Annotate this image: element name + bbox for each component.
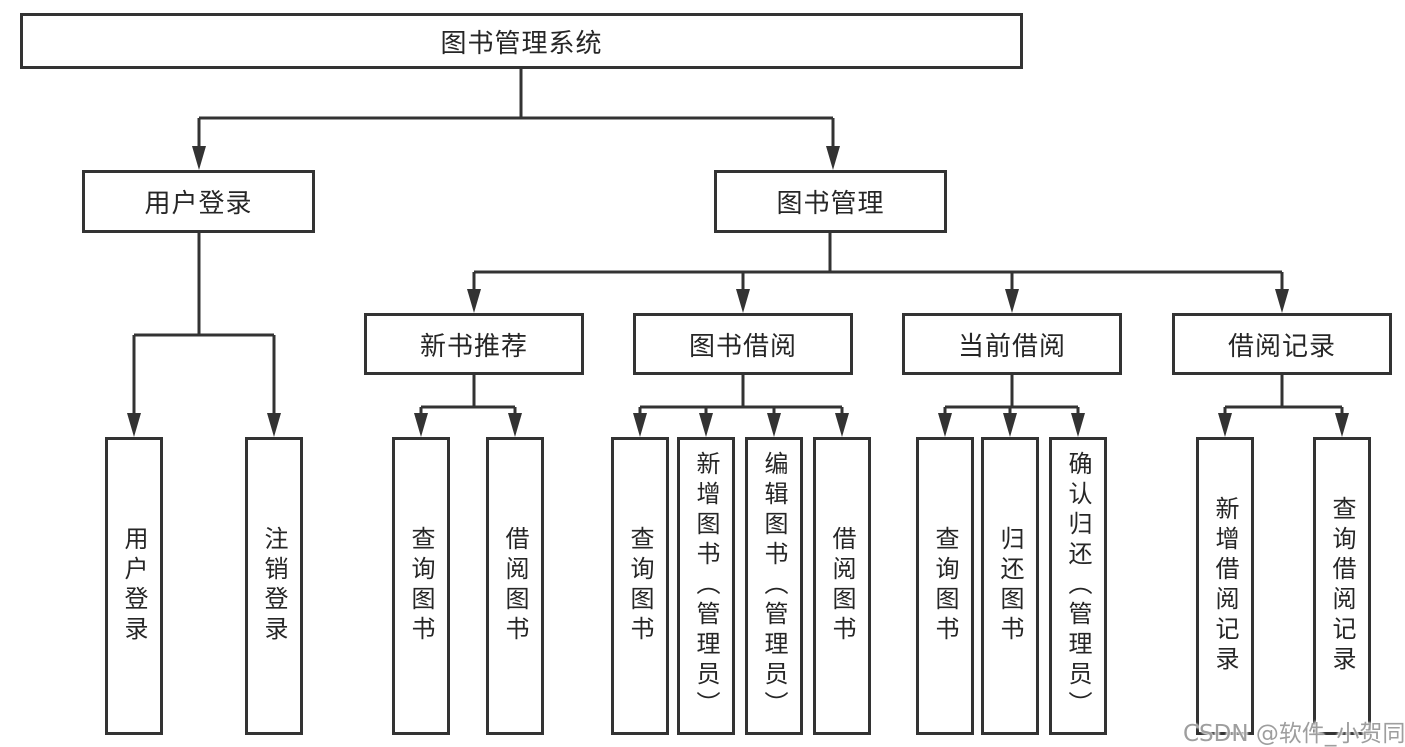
node-user-login-branch: 用户登录 xyxy=(82,170,315,233)
node-new-book-recommend: 新书推荐 xyxy=(364,313,584,375)
csdn-watermark: CSDN @软件_小贺同学 xyxy=(1183,721,1405,747)
node-book-management: 图书管理 xyxy=(714,170,947,233)
leaf-logout: 注销登录 xyxy=(245,437,303,735)
leaf-rec-borrow-books: 借阅图书 xyxy=(486,437,544,735)
node-borrow-records: 借阅记录 xyxy=(1172,313,1392,375)
leaf-bor-query-books: 查询图书 xyxy=(611,437,669,735)
connector-borrowrecords-to-leaves xyxy=(1218,375,1349,437)
connector-root-to-level2 xyxy=(192,69,840,170)
node-book-borrow: 图书借阅 xyxy=(633,313,853,375)
connector-bookborrow-to-leaves xyxy=(633,375,849,437)
leaf-recd-add-record: 新增借阅记录 xyxy=(1196,437,1254,735)
connector-currentborrow-to-leaves xyxy=(938,375,1085,437)
leaf-rec-query-books: 查询图书 xyxy=(392,437,450,735)
leaf-cur-query-books: 查询图书 xyxy=(916,437,974,735)
leaf-bor-edit-books: 编辑图书（管理员） xyxy=(745,437,803,735)
leaf-recd-query-record: 查询借阅记录 xyxy=(1313,437,1371,735)
connector-bookmgmt-to-level3 xyxy=(467,233,1289,313)
node-current-borrow: 当前借阅 xyxy=(902,313,1122,375)
leaf-bor-add-books: 新增图书（管理员） xyxy=(677,437,735,735)
node-root: 图书管理系统 xyxy=(20,13,1023,69)
leaf-cur-return-books: 归还图书 xyxy=(981,437,1039,735)
leaf-bor-borrow-books: 借阅图书 xyxy=(813,437,871,735)
leaf-cur-confirm-return: 确认归还（管理员） xyxy=(1049,437,1107,735)
connector-userlogin-to-leaves xyxy=(127,233,281,437)
connector-newbookrec-to-leaves xyxy=(414,375,522,437)
leaf-user-login: 用户登录 xyxy=(105,437,163,735)
